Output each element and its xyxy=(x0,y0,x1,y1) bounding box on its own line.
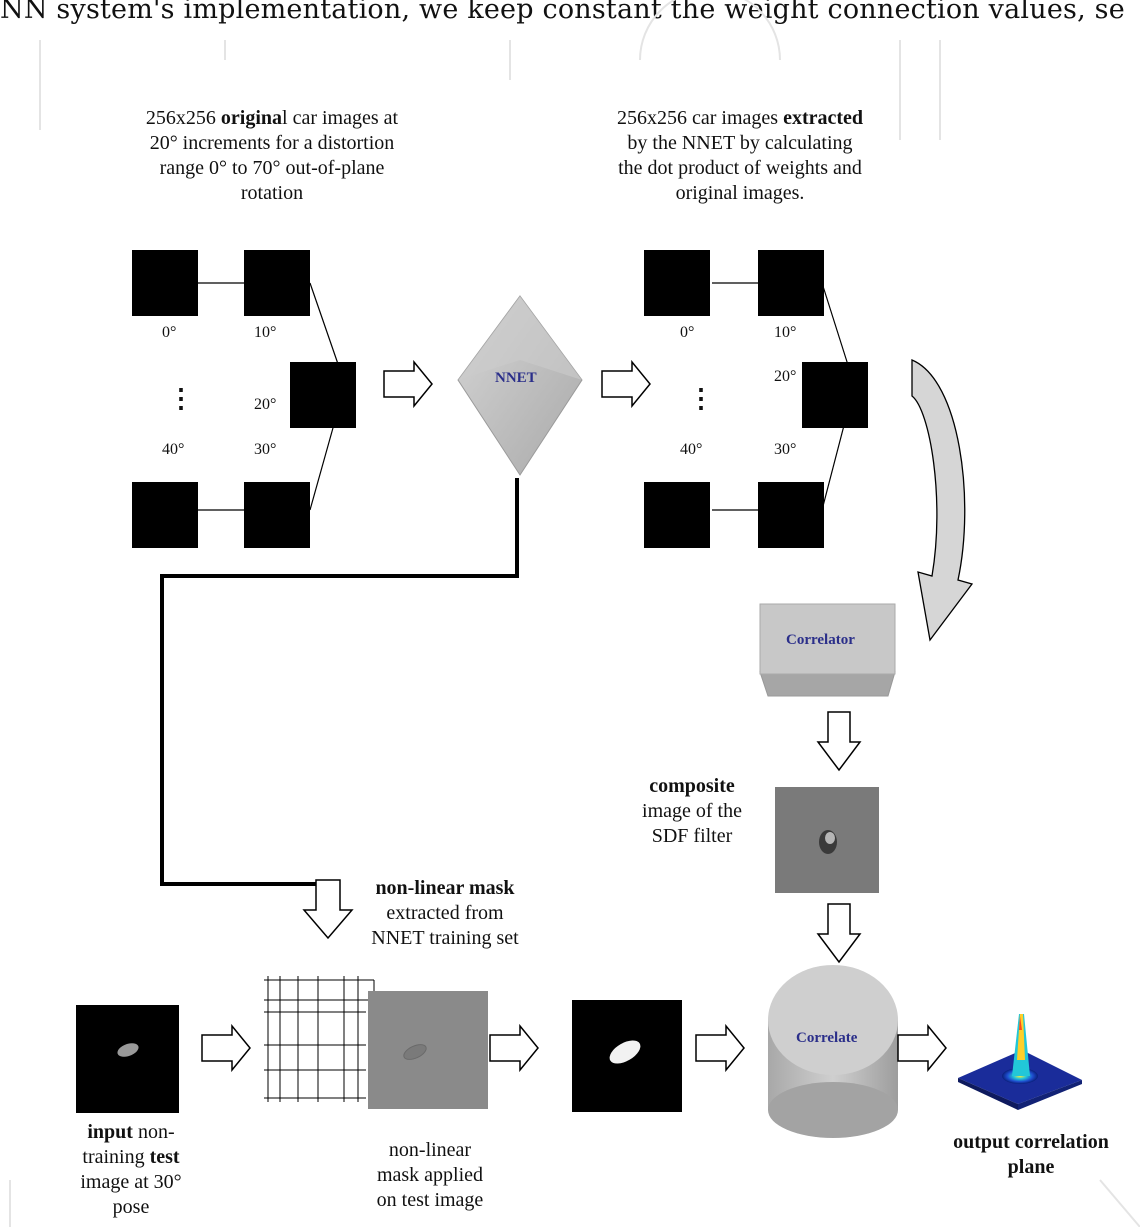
nnet-label: NNET xyxy=(495,370,537,386)
angle-label-right-40: 40° xyxy=(680,441,703,458)
output-plane xyxy=(958,1014,1082,1110)
angle-label-left-20: 20° xyxy=(254,396,277,413)
correlator-box xyxy=(759,603,896,697)
input-caption: input non- training test image at 30° po… xyxy=(80,1121,182,1218)
header-text-line: NN system's implementation, we keep cons… xyxy=(0,0,1125,25)
angle-label-left-10: 10° xyxy=(254,324,277,341)
car-thumb-0deg xyxy=(132,250,198,316)
car-thumb-40deg xyxy=(132,482,198,548)
mask-grid xyxy=(264,976,375,1102)
mask-applied-caption: non-linear mask applied on test image xyxy=(376,1139,484,1211)
correlate-cylinder xyxy=(768,965,898,1138)
watermark xyxy=(9,0,1140,1227)
composite-caption: composite image of the SDF filter xyxy=(642,775,742,847)
output-caption: output correlation plane xyxy=(953,1131,1109,1178)
arrow-right-6 xyxy=(897,1023,947,1073)
extracted-images-caption: 256x256 car images extracted by the NNET… xyxy=(616,107,864,204)
extracted-thumb-20deg xyxy=(802,362,868,428)
correlate-label: Correlate xyxy=(796,1030,858,1046)
car-thumb-10deg xyxy=(244,250,310,316)
car-thumb-20deg xyxy=(290,362,356,428)
curved-arrow xyxy=(911,359,974,642)
nnet-to-mask-line xyxy=(160,478,519,886)
angle-label-left-0: 0° xyxy=(162,324,177,341)
angle-label-left-40: 40° xyxy=(162,441,185,458)
extracted-thumb-10deg xyxy=(758,250,824,316)
angle-label-left-30: 30° xyxy=(254,441,277,458)
arrow-right-1 xyxy=(383,359,433,409)
angle-label-right-10: 10° xyxy=(774,324,797,341)
mask-caption: non-linear mask extracted from NNET trai… xyxy=(371,877,519,949)
arrow-right-5 xyxy=(695,1023,745,1073)
angle-label-right-30: 30° xyxy=(774,441,797,458)
arrow-right-3 xyxy=(201,1023,251,1073)
mask-applied-image xyxy=(368,991,488,1109)
ellipsis-right: ⋮ xyxy=(688,384,714,413)
angle-label-right-0: 0° xyxy=(680,324,695,341)
extracted-thumb-0deg xyxy=(644,250,710,316)
arrow-down-3 xyxy=(302,879,354,940)
nnet-diamond xyxy=(457,295,583,476)
car-thumb-30deg xyxy=(244,482,310,548)
input-test-image xyxy=(76,1005,179,1113)
extracted-thumb-30deg xyxy=(758,482,824,548)
angle-label-right-20: 20° xyxy=(774,368,797,385)
extracted-thumb-40deg xyxy=(644,482,710,548)
original-images-caption: 256x256 original car images at 20° incre… xyxy=(145,107,399,204)
arrow-right-2 xyxy=(601,359,651,409)
arrow-down-2 xyxy=(816,903,862,964)
arrow-right-4 xyxy=(489,1023,539,1073)
arrow-down-1 xyxy=(816,711,862,772)
ellipsis-left: ⋮ xyxy=(168,384,194,413)
correlator-label: Correlator xyxy=(786,632,855,648)
